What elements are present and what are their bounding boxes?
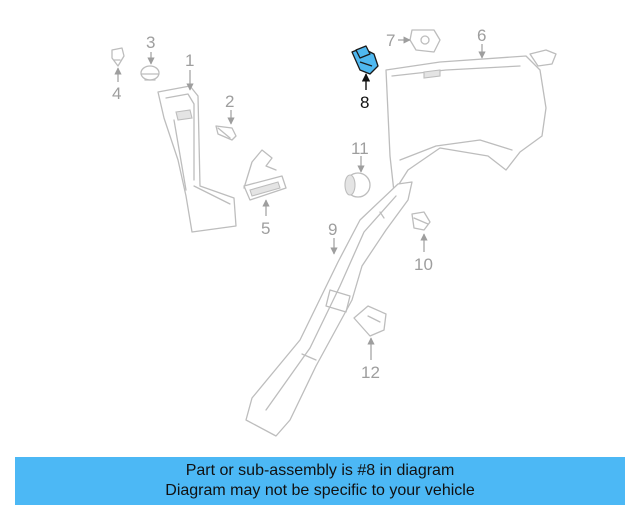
part-11-bushing: [344, 172, 371, 198]
part-3-clip: [140, 65, 160, 81]
callout-2: 2: [225, 92, 234, 111]
part-2-screw: [215, 125, 237, 141]
callout-4: 4: [112, 84, 121, 103]
part-1-pillar-trim: [157, 85, 237, 233]
callout-11: 11: [351, 139, 369, 158]
callout-leaders: [114, 36, 486, 360]
part-7-cap: [409, 29, 441, 53]
callout-8-highlighted: 8: [360, 93, 369, 112]
callout-7: 7: [386, 31, 395, 50]
part-9-pillar-trim: [245, 181, 413, 437]
diagram-caption-banner: Part or sub-assembly is #8 in diagram Di…: [15, 457, 625, 505]
callout-1: 1: [185, 51, 194, 70]
caption-line-2: Diagram may not be specific to your vehi…: [165, 482, 475, 499]
part-8-bolt-highlighted: [351, 45, 379, 75]
part-10-bolt: [411, 211, 431, 231]
callout-10: 10: [414, 255, 433, 274]
callout-6: 6: [477, 26, 486, 45]
callout-12: 12: [361, 363, 380, 382]
parts-diagram: 1 2 3 4 5 6 7 8 9 10 11 12: [111, 26, 557, 437]
callout-3: 3: [146, 33, 155, 52]
caption-line-1: Part or sub-assembly is #8 in diagram: [185, 462, 455, 479]
part-4-clip: [111, 47, 125, 67]
callout-5: 5: [261, 219, 270, 238]
part-6-quarter-panel: [385, 49, 557, 193]
part-12-bracket: [353, 305, 387, 337]
callout-9: 9: [328, 220, 337, 239]
part-5-handle: [243, 149, 287, 201]
